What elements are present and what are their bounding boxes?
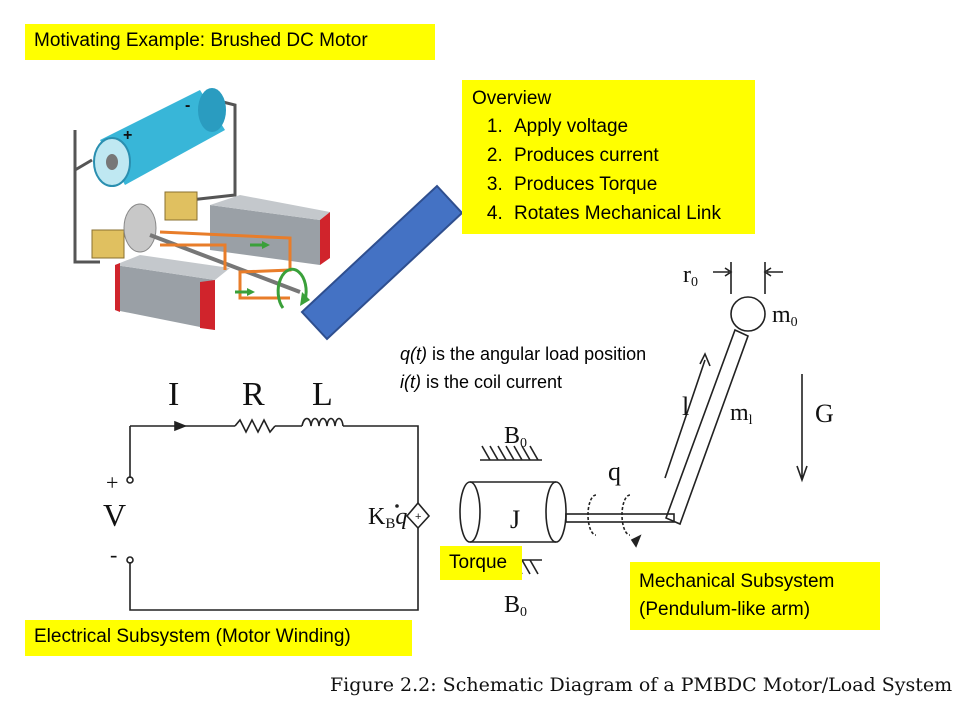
i-symbol: i(t) bbox=[400, 372, 421, 392]
magnet-left bbox=[115, 255, 230, 330]
overview-item: Produces current bbox=[508, 141, 745, 170]
overview-item: Apply voltage bbox=[508, 112, 745, 141]
overview-box: Overview Apply voltage Produces current … bbox=[462, 80, 755, 234]
brush-block-left bbox=[91, 229, 125, 259]
minus-sign: - bbox=[110, 542, 117, 567]
svg-text:+: + bbox=[123, 127, 132, 144]
back-emf-label: KBq bbox=[368, 504, 407, 532]
rotor-inertia-disk bbox=[459, 481, 481, 543]
inertia-label: J bbox=[510, 505, 520, 534]
battery-icon: + - bbox=[93, 88, 226, 187]
q-symbol: q(t) bbox=[400, 344, 427, 364]
m0-label: m0 bbox=[772, 302, 798, 330]
inductor-symbol bbox=[301, 417, 344, 427]
angle-label: q bbox=[608, 457, 621, 486]
circuit-schematic bbox=[126, 417, 431, 611]
mechanical-label-line2: (Pendulum-like arm) bbox=[639, 599, 811, 620]
arm-mass-label: ml bbox=[730, 400, 753, 428]
blue-link-bar bbox=[300, 184, 464, 341]
electrical-subsystem-label: Electrical Subsystem (Motor Winding) bbox=[25, 620, 412, 656]
variable-annotation: q(t) is the angular load position i(t) i… bbox=[400, 340, 646, 396]
length-label: l bbox=[682, 392, 689, 421]
b0-bottom-label: B0 bbox=[504, 592, 527, 620]
motor-shaft bbox=[565, 513, 675, 523]
slide-title: Motivating Example: Brushed DC Motor bbox=[25, 24, 435, 60]
overview-item: Produces Torque bbox=[508, 170, 745, 199]
brush-block-top bbox=[164, 191, 198, 221]
resistor-label: R bbox=[242, 376, 265, 413]
mechanical-subsystem-label: Mechanical Subsystem (Pendulum-like arm) bbox=[630, 562, 880, 630]
current-symbol: I bbox=[168, 376, 179, 413]
svg-text:+: + bbox=[415, 511, 421, 523]
voltage-symbol: V bbox=[103, 497, 126, 533]
resistor-symbol bbox=[234, 418, 276, 434]
controlled-source-symbol bbox=[405, 501, 431, 530]
mechanical-label-line1: Mechanical Subsystem bbox=[639, 571, 835, 592]
q-description: is the angular load position bbox=[427, 344, 647, 364]
i-description: is the coil current bbox=[421, 372, 563, 392]
inductor-label: L bbox=[312, 376, 333, 413]
pendulum-arm bbox=[664, 328, 750, 526]
pendulum-mass bbox=[730, 296, 766, 332]
magnet-right bbox=[210, 195, 330, 265]
motor-illustration: + - bbox=[73, 88, 464, 341]
rotation-arrow-icon bbox=[276, 267, 308, 309]
r0-label: r0 bbox=[683, 262, 698, 290]
gravity-label: G bbox=[815, 399, 834, 428]
figure-caption: Figure 2.2: Schematic Diagram of a PMBDC… bbox=[330, 674, 953, 696]
overview-item: Rotates Mechanical Link bbox=[508, 199, 745, 228]
svg-text:-: - bbox=[185, 97, 190, 114]
torque-label: Torque bbox=[440, 546, 522, 580]
overview-heading: Overview bbox=[472, 88, 552, 109]
overview-list: Apply voltage Produces current Produces … bbox=[472, 112, 745, 228]
plus-sign: + bbox=[106, 470, 118, 495]
b0-top-label: B0 bbox=[504, 423, 527, 451]
